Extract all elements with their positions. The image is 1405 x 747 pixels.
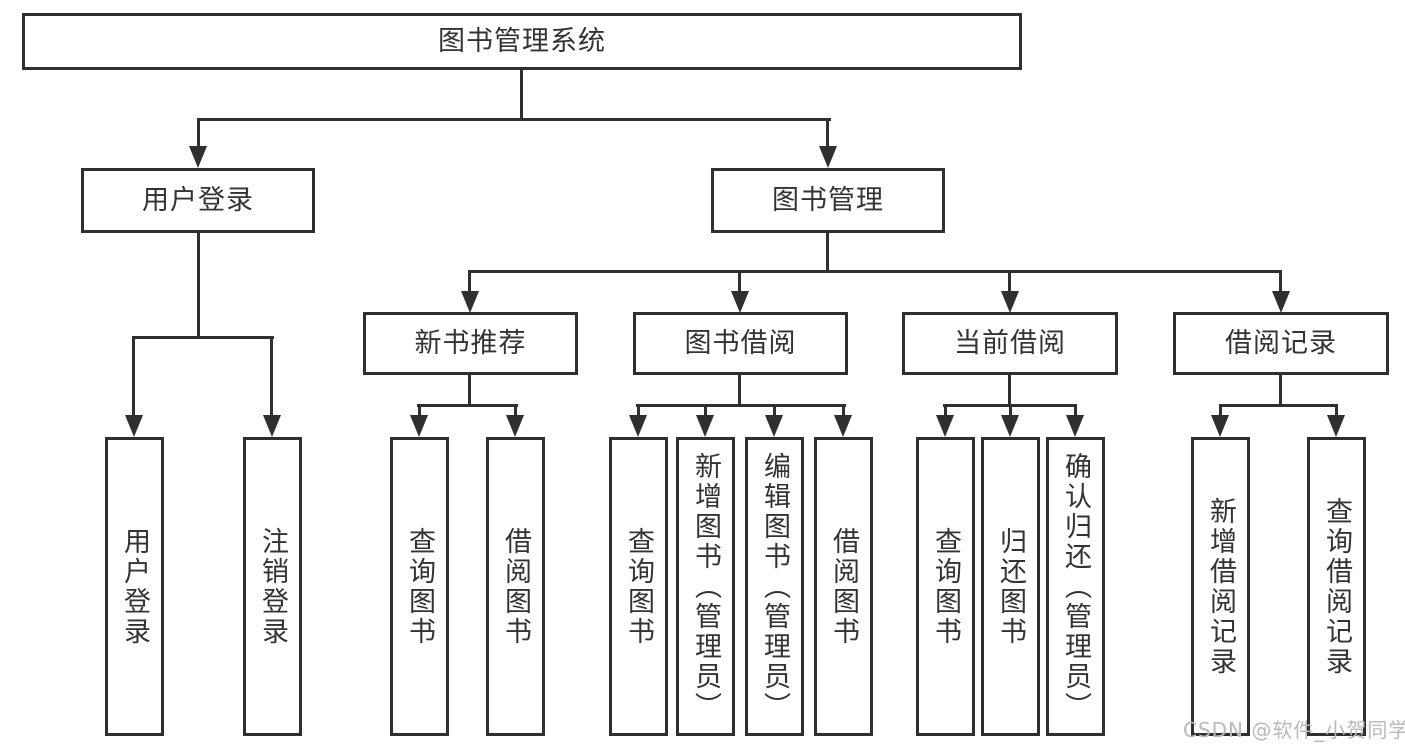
node-rec-query-books-label: 查询图书 <box>404 526 435 647</box>
node-borrow-borrow-books: 借阅图书 <box>814 437 873 736</box>
node-library-system: 图书管理系统 <box>22 13 1022 70</box>
node-borrow-query-books-label: 查询图书 <box>623 526 654 647</box>
connector-groupA-stub <box>468 375 471 406</box>
node-user-login-action-label: 用户登录 <box>119 526 150 647</box>
node-current-borrowing-label: 当前借阅 <box>954 328 1066 359</box>
arrowhead-groupB-4 <box>834 415 852 437</box>
node-new-book-recommendation-label: 新书推荐 <box>414 328 527 359</box>
arrowhead-new-book <box>461 291 479 313</box>
node-rec-borrow-books: 借阅图书 <box>486 437 545 736</box>
connector-drop-book-management <box>826 118 829 150</box>
node-current-query-books-label: 查询图书 <box>930 526 961 647</box>
node-logout-action: 注销登录 <box>243 437 302 736</box>
arrowhead-logout-leaf <box>263 415 281 437</box>
connector-groupD-stub <box>1279 375 1282 406</box>
node-borrow-edit-books-admin: 编辑图书（管理员） <box>745 437 804 736</box>
node-book-management: 图书管理 <box>711 168 945 233</box>
node-current-return-books: 归还图书 <box>981 437 1040 736</box>
node-records-add-record: 新增借阅记录 <box>1191 437 1250 736</box>
node-records-add-record-label: 新增借阅记录 <box>1205 496 1236 677</box>
connector-drop-logout-leaf <box>270 336 273 417</box>
node-rec-query-books: 查询图书 <box>390 437 449 736</box>
connector-groupD-drop1 <box>1219 404 1222 419</box>
node-borrowing-records-label: 借阅记录 <box>1225 328 1337 359</box>
arrowhead-groupA-1 <box>410 415 428 437</box>
connector-groupD-split <box>1219 404 1338 407</box>
node-current-borrowing: 当前借阅 <box>902 312 1118 375</box>
node-borrow-add-books-admin-label: 新增图书（管理员） <box>690 451 721 722</box>
node-logout-action-label: 注销登录 <box>257 526 288 647</box>
node-current-confirm-return-admin-label: 确认归还（管理员） <box>1060 451 1091 722</box>
connector-groupC-drop3 <box>1074 404 1077 419</box>
arrowhead-user-login <box>189 146 207 168</box>
arrowhead-book-management <box>819 146 837 168</box>
node-library-system-label: 图书管理系统 <box>438 26 606 57</box>
node-borrow-add-books-admin: 新增图书（管理员） <box>676 437 735 736</box>
arrowhead-groupC-1 <box>936 415 954 437</box>
node-borrow-edit-books-admin-label: 编辑图书（管理员） <box>759 451 790 722</box>
arrowhead-login-leaf <box>125 415 143 437</box>
connector-root-stub <box>520 69 523 121</box>
connector-groupC-drop1 <box>944 404 947 419</box>
arrowhead-current-borrowing <box>1001 291 1019 313</box>
connector-groupB-stub <box>738 375 741 406</box>
connector-drop-borrowing-records <box>1279 270 1282 294</box>
node-current-return-books-label: 归还图书 <box>995 526 1026 647</box>
connector-drop-current-borrowing <box>1008 270 1011 294</box>
connector-root-split <box>197 118 831 121</box>
arrowhead-book-borrowing <box>731 291 749 313</box>
arrowhead-groupA-2 <box>506 415 524 437</box>
node-book-borrowing: 图书借阅 <box>633 312 848 375</box>
connector-groupA-drop1 <box>418 404 421 419</box>
node-records-query-record-label: 查询借阅记录 <box>1321 496 1352 677</box>
arrowhead-groupC-2 <box>1001 415 1019 437</box>
connector-groupA-split <box>417 404 518 407</box>
node-current-query-books: 查询图书 <box>916 437 975 736</box>
connector-book-management-split <box>468 270 1282 273</box>
connector-groupC-stub <box>1008 375 1011 406</box>
node-borrow-borrow-books-label: 借阅图书 <box>828 526 859 647</box>
connector-groupC-drop2 <box>1009 404 1012 419</box>
watermark: CSDN @软件_小贺同学 <box>1183 718 1405 742</box>
connector-groupB-drop4 <box>842 404 845 419</box>
connector-user-login-split <box>132 336 274 339</box>
connector-groupB-split <box>636 404 846 407</box>
arrowhead-groupB-1 <box>629 415 647 437</box>
connector-drop-login-leaf <box>132 336 135 417</box>
connector-user-login-stub <box>197 232 200 338</box>
node-borrowing-records: 借阅记录 <box>1173 312 1389 375</box>
connector-groupB-drop2 <box>704 404 707 419</box>
connector-groupA-drop2 <box>514 404 517 419</box>
connector-drop-user-login <box>197 118 200 150</box>
node-borrow-query-books: 查询图书 <box>609 437 668 736</box>
node-user-login-action: 用户登录 <box>105 437 164 736</box>
arrowhead-groupC-3 <box>1066 415 1084 437</box>
arrowhead-groupB-3 <box>765 415 783 437</box>
node-rec-borrow-books-label: 借阅图书 <box>500 526 531 647</box>
arrowhead-borrowing-records <box>1272 291 1290 313</box>
arrowhead-groupD-2 <box>1327 415 1345 437</box>
arrowhead-groupB-2 <box>696 415 714 437</box>
arrowhead-groupD-1 <box>1211 415 1229 437</box>
node-current-confirm-return-admin: 确认归还（管理员） <box>1046 437 1105 736</box>
node-book-borrowing-label: 图书借阅 <box>684 328 797 359</box>
connector-groupD-drop2 <box>1335 404 1338 419</box>
connector-groupB-drop3 <box>773 404 776 419</box>
node-user-login-label: 用户登录 <box>142 185 254 216</box>
node-new-book-recommendation: 新书推荐 <box>363 312 578 375</box>
node-records-query-record: 查询借阅记录 <box>1307 437 1366 736</box>
connector-book-management-stub <box>826 232 829 273</box>
connector-groupB-drop1 <box>637 404 640 419</box>
connector-drop-book-borrowing <box>738 270 741 294</box>
connector-drop-new-book <box>468 270 471 294</box>
node-user-login: 用户登录 <box>81 168 315 233</box>
node-book-management-label: 图书管理 <box>772 185 884 216</box>
